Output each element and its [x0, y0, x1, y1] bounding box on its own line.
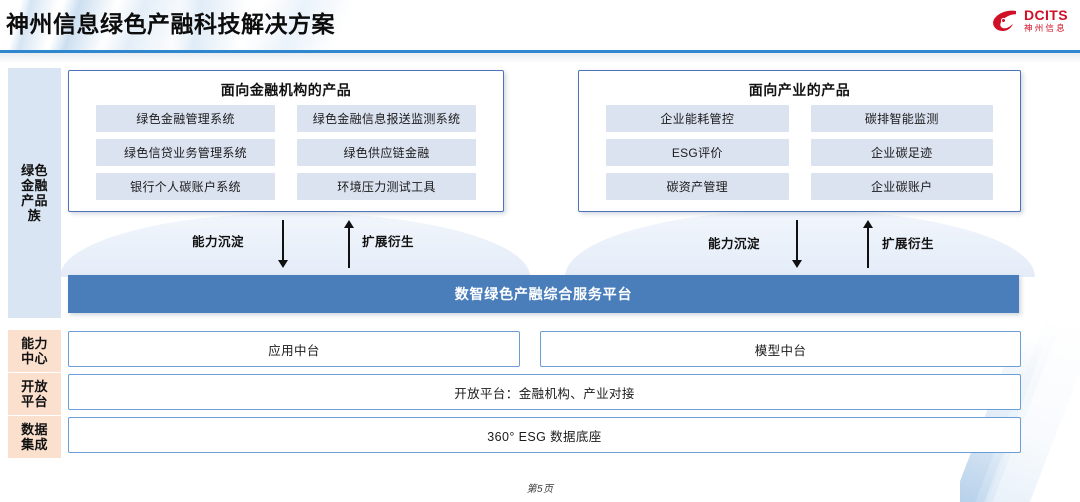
page-title: 神州信息绿色产融科技解决方案 — [6, 11, 335, 37]
product-panel-industry: 面向产业的产品 企业能耗管控 碳排智能监测 ESG评价 企业碳足迹 碳资产管理 … — [578, 70, 1021, 212]
product-tile[interactable]: 碳排智能监测 — [810, 105, 993, 132]
sidebar-label-open-platform: 开放平台 — [21, 378, 48, 409]
product-tile[interactable]: 碳资产管理 — [606, 173, 789, 200]
product-tile[interactable]: 环境压力测试工具 — [297, 173, 476, 200]
platform-banner: 数智绿色产融综合服务平台 — [68, 275, 1019, 313]
product-tile[interactable]: 绿色供应链金融 — [297, 139, 476, 166]
page-number-footer: 第5页 — [526, 484, 554, 495]
product-tile[interactable]: ESG评价 — [606, 139, 789, 166]
brand-logo: DCITS 神州信息 — [992, 8, 1068, 33]
flow-label-expansion-derivation-right: 扩展衍生 — [882, 237, 935, 251]
panel-title-financial-institutions: 面向金融机构的产品 — [220, 82, 352, 98]
sidebar-item-capability-center: 能力中心 — [8, 330, 61, 372]
sidebar-item-open-platform: 开放平台 — [8, 373, 61, 415]
product-tile[interactable]: 企业碳账户 — [810, 173, 993, 200]
sidebar-item-data-integration: 数据集成 — [8, 416, 61, 458]
product-tile[interactable]: 绿色金融管理系统 — [96, 105, 275, 132]
header-divider-line — [0, 50, 1080, 53]
capability-box-application-midplatform[interactable]: 应用中台 — [68, 331, 520, 367]
dcits-swoosh-icon — [992, 9, 1019, 32]
sidebar-label-green-finance-family: 绿色金融产品族 — [21, 162, 48, 224]
product-tile-grid-financial: 绿色金融管理系统 绿色金融信息报送监测系统 绿色信贷业务管理系统 绿色供应链金融… — [96, 105, 476, 200]
product-tile[interactable]: 企业能耗管控 — [606, 105, 789, 132]
flow-label-capability-precipitation-left: 能力沉淀 — [192, 235, 245, 249]
arrow-up-icon-right — [862, 220, 874, 268]
header-divider-shadow — [0, 53, 1080, 63]
flow-label-expansion-derivation-left: 扩展衍生 — [362, 235, 415, 249]
arc-decoration-left — [60, 213, 530, 277]
product-tile[interactable]: 绿色信贷业务管理系统 — [96, 139, 275, 166]
logo-brand-sub: 神州信息 — [1024, 23, 1067, 33]
sidebar-item-green-finance-family: 绿色金融产品族 — [8, 68, 61, 318]
open-platform-box[interactable]: 开放平台：金融机构、产业对接 — [68, 374, 1021, 410]
logo-brand-name: DCITS — [1024, 7, 1068, 23]
panel-title-industry: 面向产业的产品 — [748, 82, 851, 98]
product-panel-financial-institutions: 面向金融机构的产品 绿色金融管理系统 绿色金融信息报送监测系统 绿色信贷业务管理… — [68, 70, 504, 212]
product-tile[interactable]: 绿色金融信息报送监测系统 — [297, 105, 476, 132]
product-tile[interactable]: 企业碳足迹 — [810, 139, 993, 166]
sidebar-label-capability-center: 能力中心 — [21, 335, 48, 366]
arrow-up-icon-left — [343, 220, 355, 268]
platform-banner-label: 数智绿色产融综合服务平台 — [454, 286, 633, 302]
arrow-down-icon-right — [791, 220, 803, 268]
capability-box-model-midplatform[interactable]: 模型中台 — [540, 331, 1021, 367]
data-integration-box[interactable]: 360° ESG 数据底座 — [68, 417, 1021, 453]
flow-label-capability-precipitation-right: 能力沉淀 — [708, 237, 761, 251]
sidebar-label-data-integration: 数据集成 — [21, 421, 48, 452]
product-tile-grid-industry: 企业能耗管控 碳排智能监测 ESG评价 企业碳足迹 碳资产管理 企业碳账户 — [606, 105, 993, 200]
arrow-down-icon-left — [277, 220, 289, 268]
product-tile[interactable]: 银行个人碳账户系统 — [96, 173, 275, 200]
